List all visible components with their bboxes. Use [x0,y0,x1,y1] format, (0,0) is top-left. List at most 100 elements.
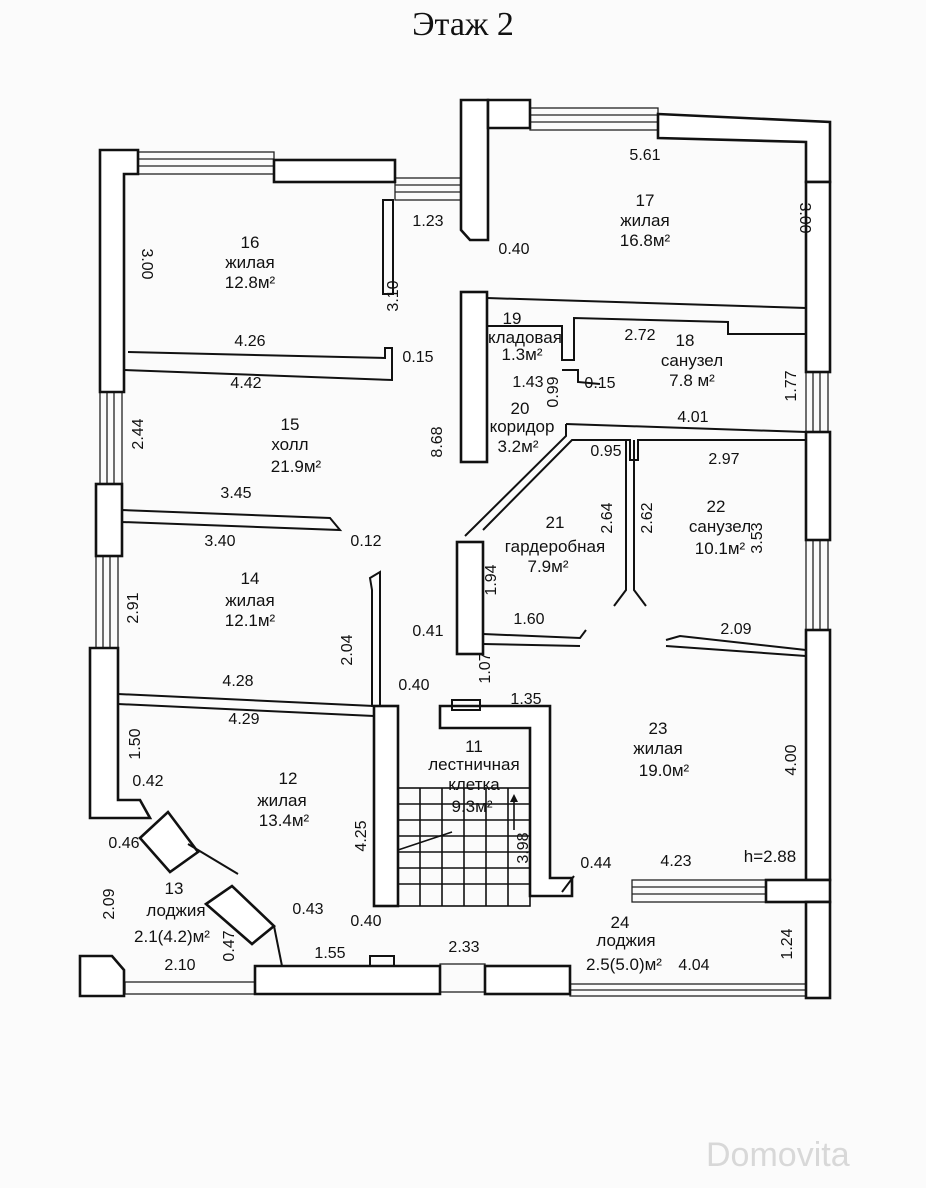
room-number-16: 16 [241,233,260,252]
room-number-20: 20 [511,399,530,418]
dimension-label: 3.10 [385,280,402,311]
dimension-label: 2.91 [125,592,142,623]
room-number-17: 17 [636,191,655,210]
dimension-label: 4.29 [228,711,259,728]
room-name-16: жилая [225,253,274,272]
dimension-label: 8.68 [429,426,446,457]
room-area-17: 16.8м² [620,231,671,250]
dimension-label: 2.44 [130,418,147,449]
room-name-17: жилая [620,211,669,230]
dimension-label: 3.45 [220,485,251,502]
room-number-14: 14 [241,569,260,588]
dimension-label: 2.09 [101,888,118,919]
room-number-21: 21 [546,513,565,532]
watermark: Domovita [706,1136,850,1174]
room-area-21: 7.9м² [528,557,569,576]
dimension-label: 5.61 [629,147,660,164]
dimension-label: 2.09 [720,621,751,638]
room-name-12: жилая [257,791,306,810]
room-area-11: 9.3м² [452,797,493,816]
dimension-label: 0.41 [412,623,443,640]
room-number-12: 12 [279,769,298,788]
dimension-label: 4.01 [677,409,708,426]
room-area-19: 1.3м² [502,345,543,364]
dimension-label: 2.72 [624,327,655,344]
dimension-label: 1.43 [512,374,543,391]
room-name-23: жилая [633,739,682,758]
room-number-23: 23 [649,719,668,738]
dimension-label: 0.40 [498,241,529,258]
room-name-18: санузел [661,351,723,370]
room-name-15: холл [271,435,308,454]
room-area-14: 12.1м² [225,611,276,630]
walls [78,98,832,1000]
dimension-label: 1.24 [779,928,796,959]
dimension-label: 3.98 [515,832,532,863]
dimension-label: 1.50 [127,728,144,759]
room-name-24: лоджия [596,931,655,950]
staircase [397,787,531,907]
room-area-20: 3.2м² [498,437,539,456]
dimension-label: 0.47 [221,930,238,961]
dimension-label: 0.15 [584,375,615,392]
room-number-18: 18 [676,331,695,350]
dimension-label: 2.10 [164,957,195,974]
dimension-label: 0.46 [108,835,139,852]
room-area-16: 12.8м² [225,273,276,292]
room-name-20: коридор [490,417,555,436]
dimension-label: 1.60 [513,611,544,628]
partitions [117,199,807,967]
ceiling-height: h=2.88 [744,847,796,866]
dimension-label: 4.25 [353,820,370,851]
dimension-label: 4.23 [660,853,691,870]
dimension-label: 4.42 [230,375,261,392]
room-name-19: кладовая [488,328,562,347]
room-name-13: лоджия [146,901,205,920]
room-area-13: 2.1(4.2)м² [134,927,210,946]
dimension-label: 0.42 [132,773,163,790]
dimension-label: 0.95 [590,443,621,460]
dimension-label: 0.15 [402,349,433,366]
dimension-label: 4.28 [222,673,253,690]
room-number-24: 24 [611,913,630,932]
dimension-label: 0.44 [580,855,611,872]
dimension-label: 2.33 [448,939,479,956]
dimension-label: 4.00 [783,744,800,775]
dimension-label: 3.00 [138,248,155,279]
dimension-label: 2.04 [339,634,356,665]
dimension-label: 1.07 [477,652,494,683]
room-area-23: 19.0м² [639,761,690,780]
dimension-label: 1.23 [412,213,443,230]
dimension-labels: 5.61 3.00 1.23 0.40 3.00 3.10 4.26 0.15 … [101,147,813,974]
dimension-label: 0.12 [350,533,381,550]
room-labels: 16 жилая 12.8м² 17 жилая 16.8м² 19 кладо… [134,191,796,974]
dimension-label: 2.62 [639,502,656,533]
dimension-label: 1.35 [510,691,541,708]
dimension-label: 1.94 [483,564,500,595]
room-name-21: гардеробная [505,537,605,556]
room-area-24: 2.5(5.0)м² [586,955,662,974]
room-area-18: 7.8 м² [669,371,715,390]
dimension-label: 1.55 [314,945,345,962]
room-name-22: санузел [689,517,751,536]
dimension-label: 0.40 [350,913,381,930]
floor-title: Этаж 2 [412,6,514,43]
room-name2-11: клетка [448,775,500,794]
dimension-label: 3.40 [204,533,235,550]
room-number-15: 15 [281,415,300,434]
dimension-label: 3.53 [749,522,766,553]
dimension-label: 0.43 [292,901,323,918]
dimension-label: 3.00 [796,202,813,233]
room-number-22: 22 [707,497,726,516]
dimension-label: 2.64 [599,502,616,533]
dimension-label: 1.77 [783,370,800,401]
room-number-19: 19 [503,309,522,328]
room-area-12: 13.4м² [259,811,310,830]
dimension-label: 0.40 [398,677,429,694]
room-area-15: 21.9м² [271,457,322,476]
dimension-label: 4.04 [678,957,709,974]
dimension-label: 4.26 [234,333,265,350]
room-name-14: жилая [225,591,274,610]
